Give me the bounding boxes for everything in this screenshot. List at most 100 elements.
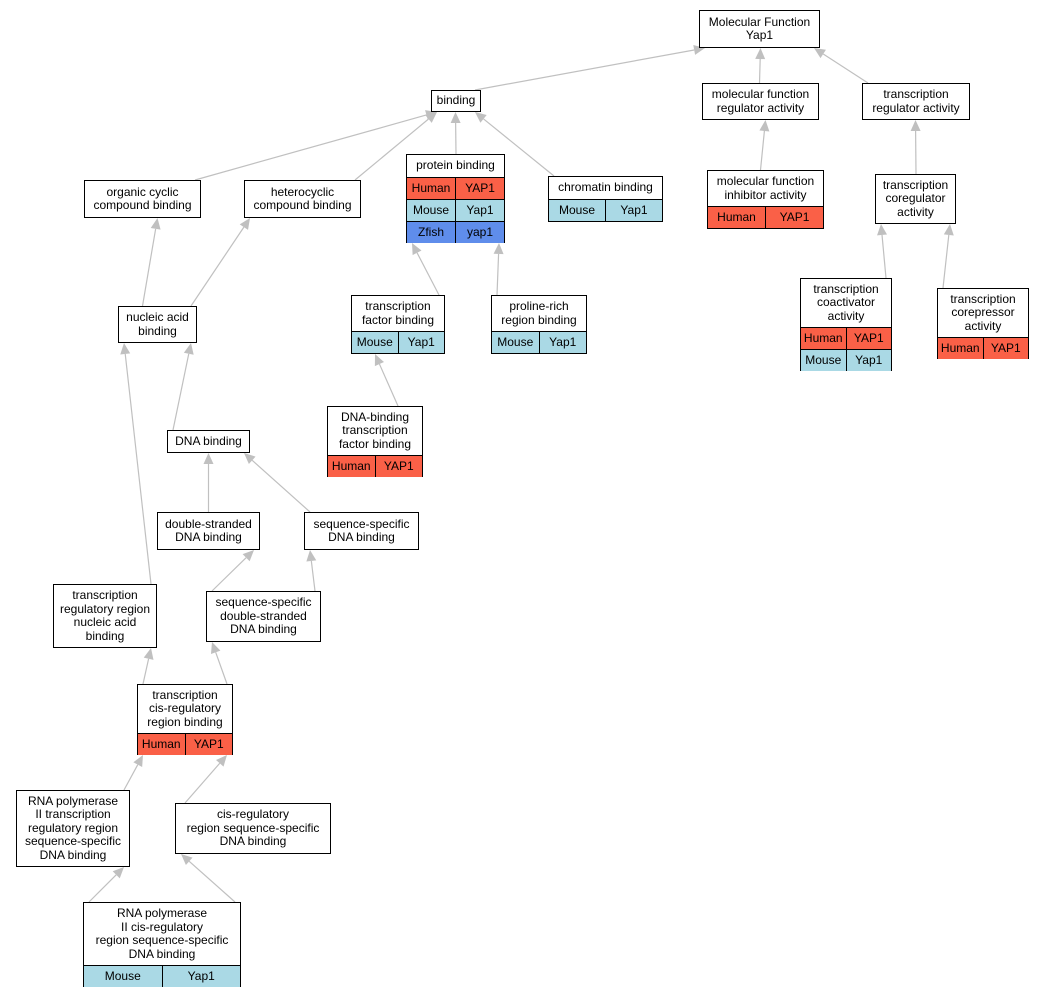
edge-tcrrb-to-trrnab — [142, 658, 150, 685]
node-title: chromatin binding — [558, 180, 653, 195]
node-heterocyclic-compound-binding[interactable]: heterocyclic compound binding — [244, 180, 361, 218]
species-row-mouse: Mouse Yap1 — [549, 199, 662, 221]
node-rna-polymerase-ii-cis-regulatory-region-sequence-specific-dna-binding[interactable]: RNA polymerase II cis-regulatory region … — [83, 902, 241, 987]
node-rna-polymerase-ii-transcription-regulatory-region-sequence-specific-dna-binding[interactable]: RNA polymerase II transcription regulato… — [16, 790, 130, 867]
node-title: double-stranded DNA binding — [165, 516, 252, 544]
node-title: transcription factor binding — [361, 299, 435, 327]
node-transcription-regulatory-region-nucleic-acid-binding[interactable]: transcription regulatory region nucleic … — [53, 584, 157, 648]
edge-arrowhead — [814, 48, 826, 59]
edge-crrss-to-tcrrb — [184, 762, 221, 804]
edge-arrowhead — [133, 755, 143, 768]
edge-cb-to-binding — [483, 118, 555, 177]
node-title: transcription coactivator activity — [813, 281, 879, 323]
edge-arrowhead — [475, 112, 487, 123]
node-cis-regulatory-region-sequence-specific-dna-binding[interactable]: cis-regulatory region sequence-specific … — [175, 803, 331, 854]
species-label: Mouse — [104, 968, 141, 983]
node-title: cis-regulatory region sequence-specific … — [186, 807, 320, 849]
gene-label: yap1 — [455, 222, 504, 243]
node-protein-binding[interactable]: protein binding Human YAP1 Mouse Yap1 Zf… — [406, 154, 505, 243]
node-title: transcription cis-regulatory region bind… — [147, 687, 223, 729]
edge-arrowhead — [450, 112, 461, 124]
node-proline-rich-region-binding[interactable]: proline-rich region binding Mouse Yap1 — [491, 295, 587, 354]
edge-arrowhead — [877, 224, 887, 236]
edge-tcra-to-tca — [942, 234, 950, 289]
edge-mfra-to-mf — [758, 58, 761, 84]
node-sequence-specific-double-stranded-dna-binding[interactable]: sequence-specific double-stranded DNA bi… — [206, 591, 321, 642]
node-title: RNA polymerase II cis-regulatory region … — [95, 906, 229, 961]
edge-dnab-to-nab — [172, 353, 190, 431]
species-label: Human — [940, 340, 980, 355]
edge-arrowhead — [242, 550, 254, 562]
node-molecular-function-inhibitor-activity[interactable]: molecular function inhibitor activity Hu… — [707, 170, 824, 229]
node-transcription-cis-regulatory-region-binding[interactable]: transcription cis-regulatory region bind… — [137, 684, 233, 755]
node-title: transcription regulatory region nucleic … — [59, 588, 151, 643]
species-row-human: Human YAP1 — [938, 337, 1028, 359]
node-title: nucleic acid binding — [126, 310, 189, 338]
edge-arrowhead — [306, 550, 317, 562]
node-molecular-function-regulator-activity[interactable]: molecular function regulator activity — [702, 83, 819, 120]
edge-rnap2crr-to-rnap2trr — [88, 874, 117, 903]
edge-arrowhead — [425, 112, 437, 123]
node-title: protein binding — [416, 158, 495, 173]
edge-arrowhead — [183, 343, 194, 355]
node-dna-binding[interactable]: DNA binding — [167, 430, 250, 453]
species-label: Mouse — [356, 334, 393, 349]
edge-arrowhead — [755, 48, 766, 60]
species-row-mouse: Mouse Yap1 — [352, 331, 444, 353]
gene-label: YAP1 — [765, 207, 823, 228]
node-title: organic cyclic compound binding — [93, 184, 192, 212]
edge-arrowhead — [143, 648, 154, 660]
node-transcription-coactivator-activity[interactable]: transcription coactivator activity Human… — [800, 278, 892, 371]
gene-label: YAP1 — [184, 734, 233, 755]
node-title: Molecular Function Yap1 — [708, 14, 811, 42]
edge-arrowhead — [120, 343, 131, 355]
node-title: molecular function inhibitor activity — [716, 174, 815, 202]
edge-arrowhead — [412, 243, 422, 256]
node-chromatin-binding[interactable]: chromatin binding Mouse Yap1 — [548, 176, 663, 222]
node-transcription-corepressor-activity[interactable]: transcription corepressor activity Human… — [937, 288, 1029, 359]
species-label: Zfish — [417, 224, 444, 239]
species-label: Mouse — [412, 202, 450, 217]
node-title: molecular function regulator activity — [711, 87, 810, 115]
gene-label: Yap1 — [605, 200, 662, 221]
edge-ssdsdb-to-ssdb — [310, 560, 316, 592]
edge-rnap2trr-to-tcrrb — [123, 764, 139, 791]
edge-arrowhead — [210, 642, 221, 655]
node-sequence-specific-dna-binding[interactable]: sequence-specific DNA binding — [304, 512, 419, 550]
node-dna-binding-transcription-factor-binding[interactable]: DNA-binding transcription factor binding… — [327, 406, 423, 477]
species-row-human: Human YAP1 — [801, 327, 891, 349]
node-transcription-coregulator-activity[interactable]: transcription coregulator activity — [875, 174, 956, 224]
gene-label: YAP1 — [982, 338, 1029, 359]
edge-arrowhead — [215, 755, 227, 767]
node-title: binding — [436, 93, 476, 108]
node-molecular-function-root[interactable]: Molecular Function Yap1 — [699, 10, 820, 48]
node-double-stranded-dna-binding[interactable]: double-stranded DNA binding — [157, 512, 260, 550]
edge-arrowhead — [203, 453, 214, 464]
node-binding[interactable]: binding — [431, 90, 481, 112]
edge-tcrrb-to-ssdsdb — [215, 652, 228, 685]
species-row-human: Human YAP1 — [328, 455, 422, 477]
species-row-mouse: Mouse Yap1 — [492, 331, 586, 353]
gene-label: Yap1 — [455, 200, 504, 221]
node-organic-cyclic-compound-binding[interactable]: organic cyclic compound binding — [84, 180, 201, 218]
edge-ocb-to-binding — [194, 114, 427, 181]
edge-arrowhead — [943, 224, 954, 236]
species-label: Human — [717, 209, 756, 224]
species-label: Human — [803, 330, 843, 345]
edge-arrowhead — [493, 243, 504, 255]
species-row-mouse: Mouse Yap1 — [407, 199, 504, 221]
species-label: Human — [411, 180, 451, 195]
node-transcription-factor-binding[interactable]: transcription factor binding Mouse Yap1 — [351, 295, 445, 354]
edge-tcoa-to-tca — [881, 234, 887, 279]
edge-rnap2crr-to-crrss — [188, 860, 236, 903]
species-label: Mouse — [805, 352, 842, 367]
node-title: transcription coregulator activity — [882, 177, 949, 219]
node-title: DNA-binding transcription factor binding — [338, 409, 412, 451]
gene-label: Yap1 — [845, 350, 892, 371]
node-title: sequence-specific double-stranded DNA bi… — [215, 595, 312, 637]
edge-hcb-to-binding — [354, 118, 429, 181]
node-nucleic-acid-binding[interactable]: nucleic acid binding — [118, 306, 197, 343]
node-transcription-regulator-activity[interactable]: transcription regulator activity — [862, 83, 970, 120]
edge-ssdsdb-to-dsdb — [211, 557, 247, 592]
node-title: transcription corepressor activity — [950, 291, 1016, 333]
